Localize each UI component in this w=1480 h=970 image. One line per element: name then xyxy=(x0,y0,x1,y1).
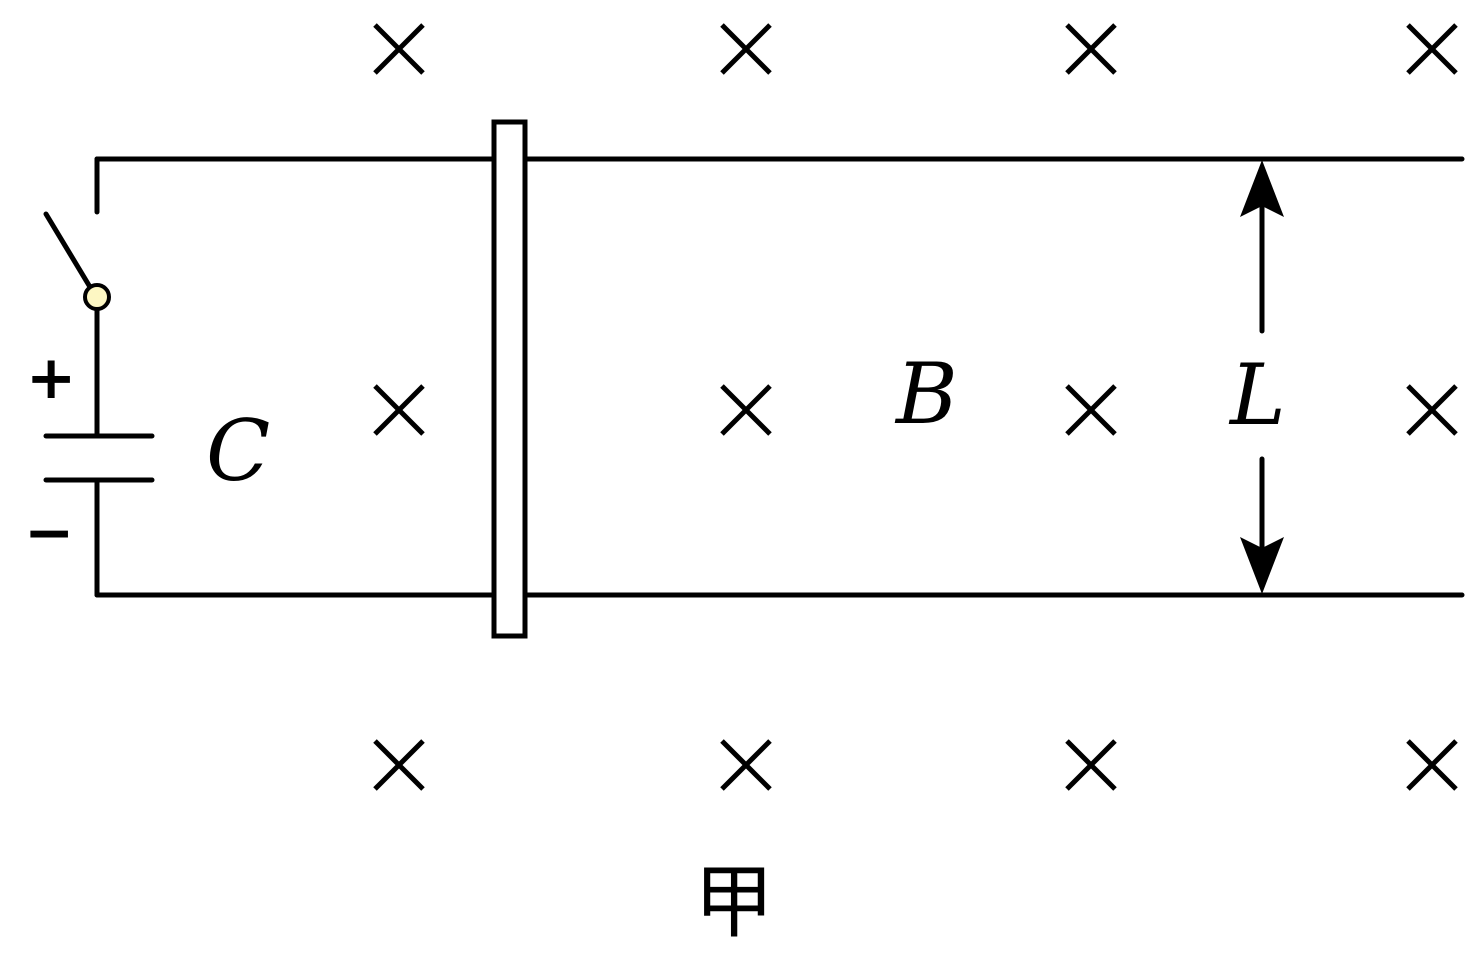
field-into-page-icon xyxy=(1065,739,1117,791)
field-into-page-icon xyxy=(720,384,772,436)
figure-caption: 甲 xyxy=(694,856,774,949)
field-into-page-icon xyxy=(1406,23,1458,75)
rail-spacing-arrow xyxy=(1240,160,1284,594)
conducting-rod xyxy=(491,119,528,639)
field-into-page-icon xyxy=(1065,23,1117,75)
field-into-page-icon xyxy=(373,23,425,75)
capacitor xyxy=(43,433,155,483)
field-into-page-icon xyxy=(720,23,772,75)
capacitor-label: C xyxy=(206,402,270,500)
field-into-page-icon xyxy=(373,384,425,436)
switch-blade xyxy=(43,211,93,290)
switch xyxy=(43,211,111,311)
field-into-page-icon xyxy=(1065,384,1117,436)
field-into-page-icon xyxy=(1406,739,1458,791)
field-into-page-icon xyxy=(1406,384,1458,436)
plus-terminal-label: + xyxy=(26,343,76,413)
field-into-page-icon xyxy=(720,739,772,791)
minus-terminal-label: − xyxy=(24,498,74,568)
magnetic-field-markers xyxy=(373,23,1458,791)
rail-spacing-label: L xyxy=(1228,346,1286,444)
arrowhead-down-icon xyxy=(1240,537,1284,594)
circuit-wires xyxy=(94,156,1465,598)
field-label: B xyxy=(894,345,958,443)
arrowhead-up-icon xyxy=(1240,160,1284,217)
field-into-page-icon xyxy=(373,739,425,791)
switch-pivot xyxy=(83,283,111,311)
